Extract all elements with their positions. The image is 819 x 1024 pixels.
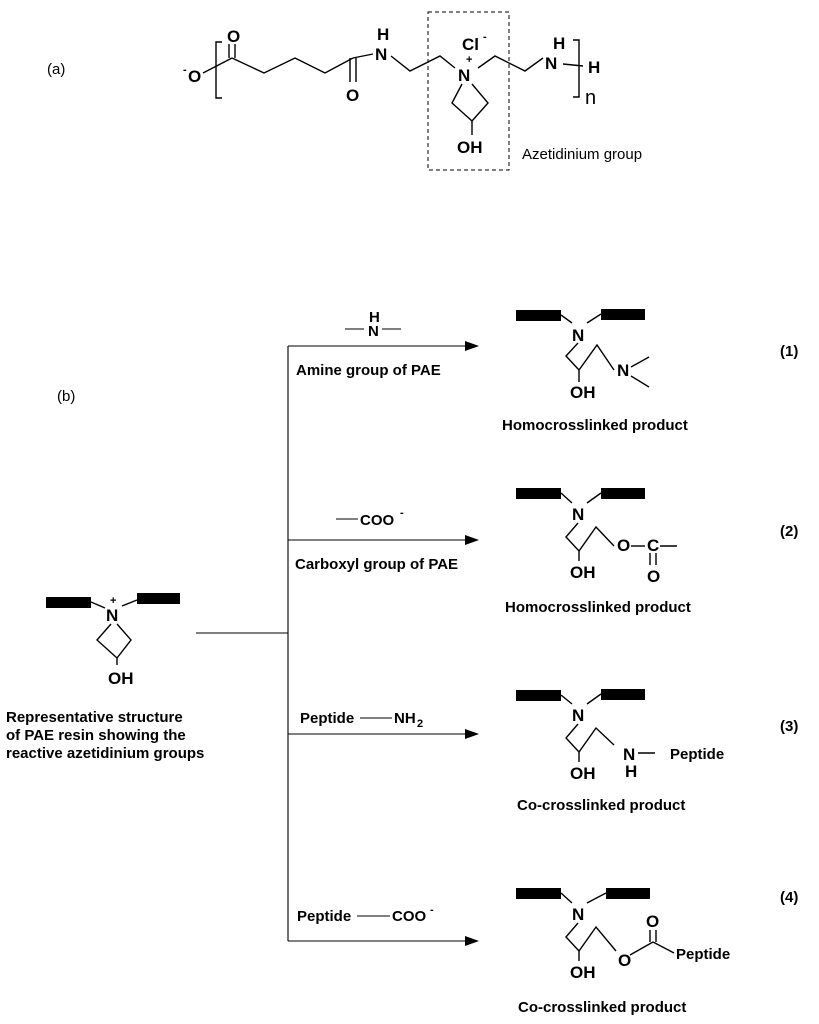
reagent-3-structure: Peptide NH 2	[300, 710, 423, 730]
terminal-nitrogen-h: H	[553, 34, 565, 53]
amide-nitrogen: N	[375, 45, 387, 64]
carboxylate-oxygen: O	[188, 67, 201, 86]
svg-text:H: H	[369, 309, 380, 326]
reactant-structure: + N OH	[46, 593, 180, 688]
terminal-hydrogen: H	[588, 58, 600, 77]
svg-text:N: N	[623, 745, 635, 764]
reactant-caption: Representative structure of PAE resin sh…	[6, 709, 204, 762]
product-2-structure: N OH O C O	[516, 488, 677, 586]
carbonyl-oxygen-2: O	[346, 86, 359, 105]
svg-text:NH: NH	[394, 710, 416, 727]
ethylene-link-1	[390, 55, 456, 72]
product-1-label: Homocrosslinked product	[502, 417, 688, 434]
product-3-label: Co-crosslinked product	[517, 797, 685, 814]
reaction-1-number: (1)	[780, 343, 798, 360]
azetidine-ring	[451, 83, 489, 122]
ethylene-link-2	[477, 55, 544, 72]
svg-text:O: O	[647, 567, 660, 586]
reaction-4: Peptide COO - N OH O O Peptide	[297, 888, 798, 1016]
product-1-structure: N OH N	[516, 309, 650, 402]
svg-text:Peptide: Peptide	[297, 908, 351, 925]
svg-text:-: -	[430, 904, 434, 916]
svg-text:OH: OH	[570, 764, 596, 783]
svg-text:N: N	[572, 905, 584, 924]
svg-text:OH: OH	[570, 963, 596, 982]
reaction-3: Peptide NH 2 N OH N H Peptide Co-crossli…	[300, 689, 798, 814]
reaction-2: COO - Carboxyl group of PAE N OH O C O	[295, 488, 798, 616]
product-4-structure: N OH O O Peptide	[516, 888, 730, 982]
reagent-2-label: Carboxyl group of PAE	[295, 556, 458, 573]
chloride-charge: -	[483, 31, 487, 43]
terminal-h-bond	[562, 63, 584, 67]
azetidinium-label: Azetidinium group	[522, 146, 642, 163]
adipic-chain	[202, 44, 374, 82]
svg-text:N: N	[572, 706, 584, 725]
svg-text:H: H	[625, 762, 637, 781]
quaternary-plus: +	[466, 54, 472, 66]
product-4-label: Co-crosslinked product	[518, 999, 686, 1016]
product-3-structure: N OH N H Peptide	[516, 689, 724, 783]
svg-text:Peptide: Peptide	[670, 746, 724, 763]
reagent-2-structure: COO -	[336, 507, 404, 529]
svg-text:OH: OH	[570, 383, 596, 402]
right-bracket	[573, 39, 580, 98]
svg-text:2: 2	[417, 718, 423, 730]
carboxylate-charge: -	[183, 64, 187, 76]
svg-text:OH: OH	[108, 669, 134, 688]
panel-a: (a) O - O O N H Cl - + N OH N H	[47, 11, 642, 171]
terminal-nitrogen: N	[545, 54, 557, 73]
panel-b: (b) + N OH Representative structure of P…	[6, 309, 798, 1016]
reaction-4-number: (4)	[780, 889, 798, 906]
reagent-1-structure: H N	[345, 309, 401, 340]
svg-text:Peptide: Peptide	[300, 710, 354, 727]
ring-hydroxyl: OH	[457, 138, 483, 157]
reagent-4-structure: Peptide COO -	[297, 904, 434, 925]
svg-text:O: O	[618, 951, 631, 970]
svg-text:-: -	[400, 507, 404, 519]
svg-text:N: N	[368, 323, 379, 340]
svg-text:COO: COO	[392, 908, 427, 925]
svg-text:Peptide: Peptide	[676, 946, 730, 963]
amide-hydrogen: H	[377, 25, 389, 44]
panel-b-label: (b)	[57, 388, 75, 405]
svg-text:OH: OH	[570, 563, 596, 582]
svg-text:O: O	[617, 536, 630, 555]
panel-a-label: (a)	[47, 61, 65, 78]
repeat-unit-n: n	[585, 87, 596, 109]
svg-text:N: N	[572, 505, 584, 524]
azetidinium-box	[427, 11, 510, 171]
product-2-label: Homocrosslinked product	[505, 599, 691, 616]
svg-text:N: N	[106, 606, 118, 625]
left-bracket	[215, 41, 222, 99]
reaction-branch-lines	[196, 341, 479, 946]
svg-text:N: N	[572, 326, 584, 345]
svg-text:C: C	[647, 536, 659, 555]
chloride-ion: Cl	[462, 35, 479, 54]
reaction-1: H N Amine group of PAE N OH N Homocrossl…	[296, 309, 798, 434]
quaternary-nitrogen: N	[458, 66, 470, 85]
reaction-2-number: (2)	[780, 523, 798, 540]
svg-text:+: +	[110, 595, 116, 607]
svg-text:COO: COO	[360, 512, 395, 529]
svg-text:O: O	[646, 912, 659, 931]
reaction-3-number: (3)	[780, 718, 798, 735]
svg-text:N: N	[617, 361, 629, 380]
carbonyl-oxygen-1: O	[227, 27, 240, 46]
reagent-1-label: Amine group of PAE	[296, 362, 441, 379]
